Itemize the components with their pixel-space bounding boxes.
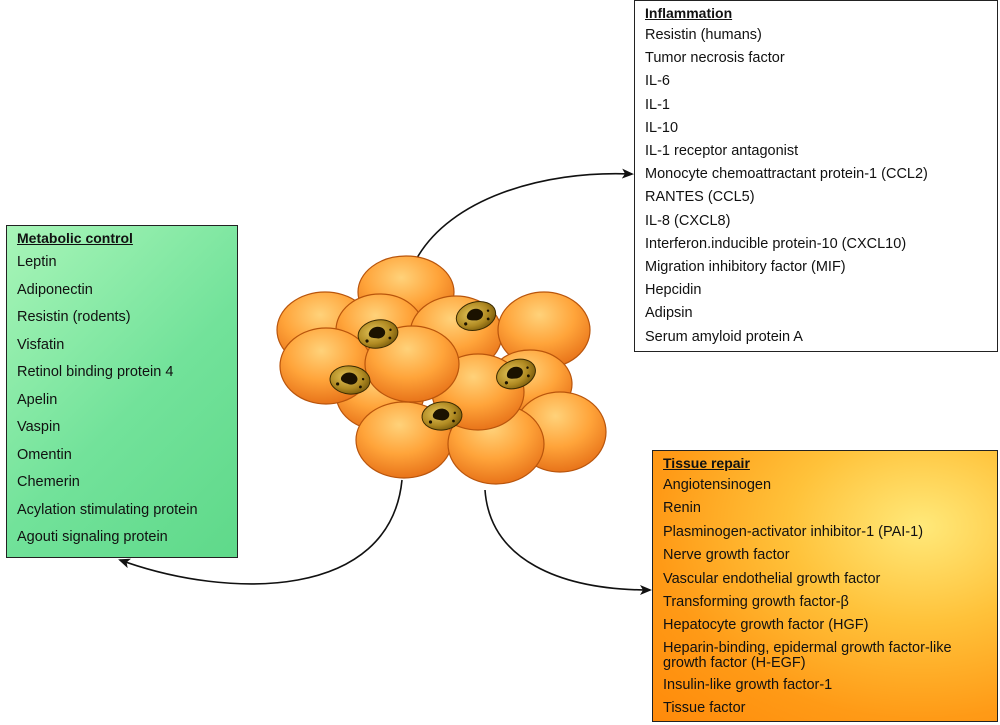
- list-item: Omentin: [17, 446, 72, 463]
- cell-nucleus: [455, 301, 497, 331]
- list-item: Acylation stimulating protein: [17, 501, 198, 518]
- list-item: Hepatocyte growth factor (HGF): [663, 617, 869, 634]
- list-item: Transforming growth factor-β: [663, 594, 849, 611]
- list-item: Tumor necrosis factor: [645, 50, 785, 67]
- nucleus-group: [329, 301, 536, 431]
- list-item: Monocyte chemoattractant protein-1 (CCL2…: [645, 166, 928, 183]
- list-item: Serum amyloid protein A: [645, 328, 803, 345]
- list-item: Chemerin: [17, 474, 80, 490]
- metabolic-control-title: Metabolic control: [17, 230, 133, 246]
- list-item: Migration inhibitory factor (MIF): [645, 259, 846, 276]
- arrow-to-inflammation: [416, 168, 634, 259]
- list-item: Retinol binding protein 4: [17, 364, 174, 380]
- list-item: Interferon.inducible protein-10 (CXCL10): [645, 235, 907, 252]
- list-item: IL-1 receptor antagonist: [645, 143, 799, 160]
- metabolic-control-box: Metabolic control Leptin Adiponectin Res…: [6, 225, 238, 558]
- inflammation-list: Resistin (humans) Tumor necrosis factor …: [645, 24, 987, 349]
- list-item: Plasminogen-activator inhibitor-1 (PAI-1…: [663, 523, 924, 540]
- list-item: IL-6: [645, 73, 670, 90]
- list-item: Vascular endothelial growth factor: [663, 570, 881, 587]
- list-item: Insulin-like growth factor-1: [663, 676, 833, 693]
- cell-nucleus: [329, 365, 371, 395]
- list-item: Agouti signaling protein: [17, 529, 168, 545]
- tissue-repair-box: Tissue repair Angiotensinogen Renin Plas…: [652, 450, 998, 722]
- list-item: Vaspin: [17, 419, 61, 435]
- list-item: Leptin: [17, 254, 57, 270]
- list-item: Resistin (rodents): [17, 309, 131, 325]
- cell-nucleus: [357, 319, 399, 349]
- tissue-repair-title: Tissue repair: [663, 455, 750, 471]
- inflammation-box: Inflammation Resistin (humans) Tumor nec…: [634, 0, 998, 352]
- list-item: Angiotensinogen: [663, 477, 772, 493]
- list-item: Hepcidin: [645, 282, 702, 299]
- cell-nucleus: [496, 358, 536, 390]
- list-item: IL-1: [645, 96, 670, 113]
- list-item: RANTES (CCL5): [645, 189, 755, 206]
- list-item: Adiponectin: [17, 281, 93, 298]
- arrow-to-metabolic: [118, 479, 403, 585]
- arrow-to-tissue: [484, 489, 652, 595]
- list-item: Renin: [663, 500, 701, 517]
- list-item: Visfatin: [17, 336, 65, 353]
- list-item: IL-8 (CXCL8): [645, 212, 731, 229]
- metabolic-control-list: Leptin Adiponectin Resistin (rodents) Vi…: [17, 249, 227, 552]
- list-item: Resistin (humans): [645, 27, 762, 43]
- list-item: Adipsin: [645, 305, 693, 322]
- list-item: Heparin-binding, epidermal growth factor…: [663, 639, 952, 671]
- adipocyte-cluster: [276, 255, 607, 485]
- list-item: Tissue factor: [663, 700, 746, 717]
- list-item: Nerve growth factor: [663, 547, 790, 564]
- list-item: Apelin: [17, 391, 58, 408]
- cell-nucleus: [421, 401, 463, 431]
- inflammation-title: Inflammation: [645, 5, 733, 21]
- list-item: IL-10: [645, 119, 679, 136]
- tissue-repair-list: Angiotensinogen Renin Plasminogen-activa…: [663, 474, 987, 721]
